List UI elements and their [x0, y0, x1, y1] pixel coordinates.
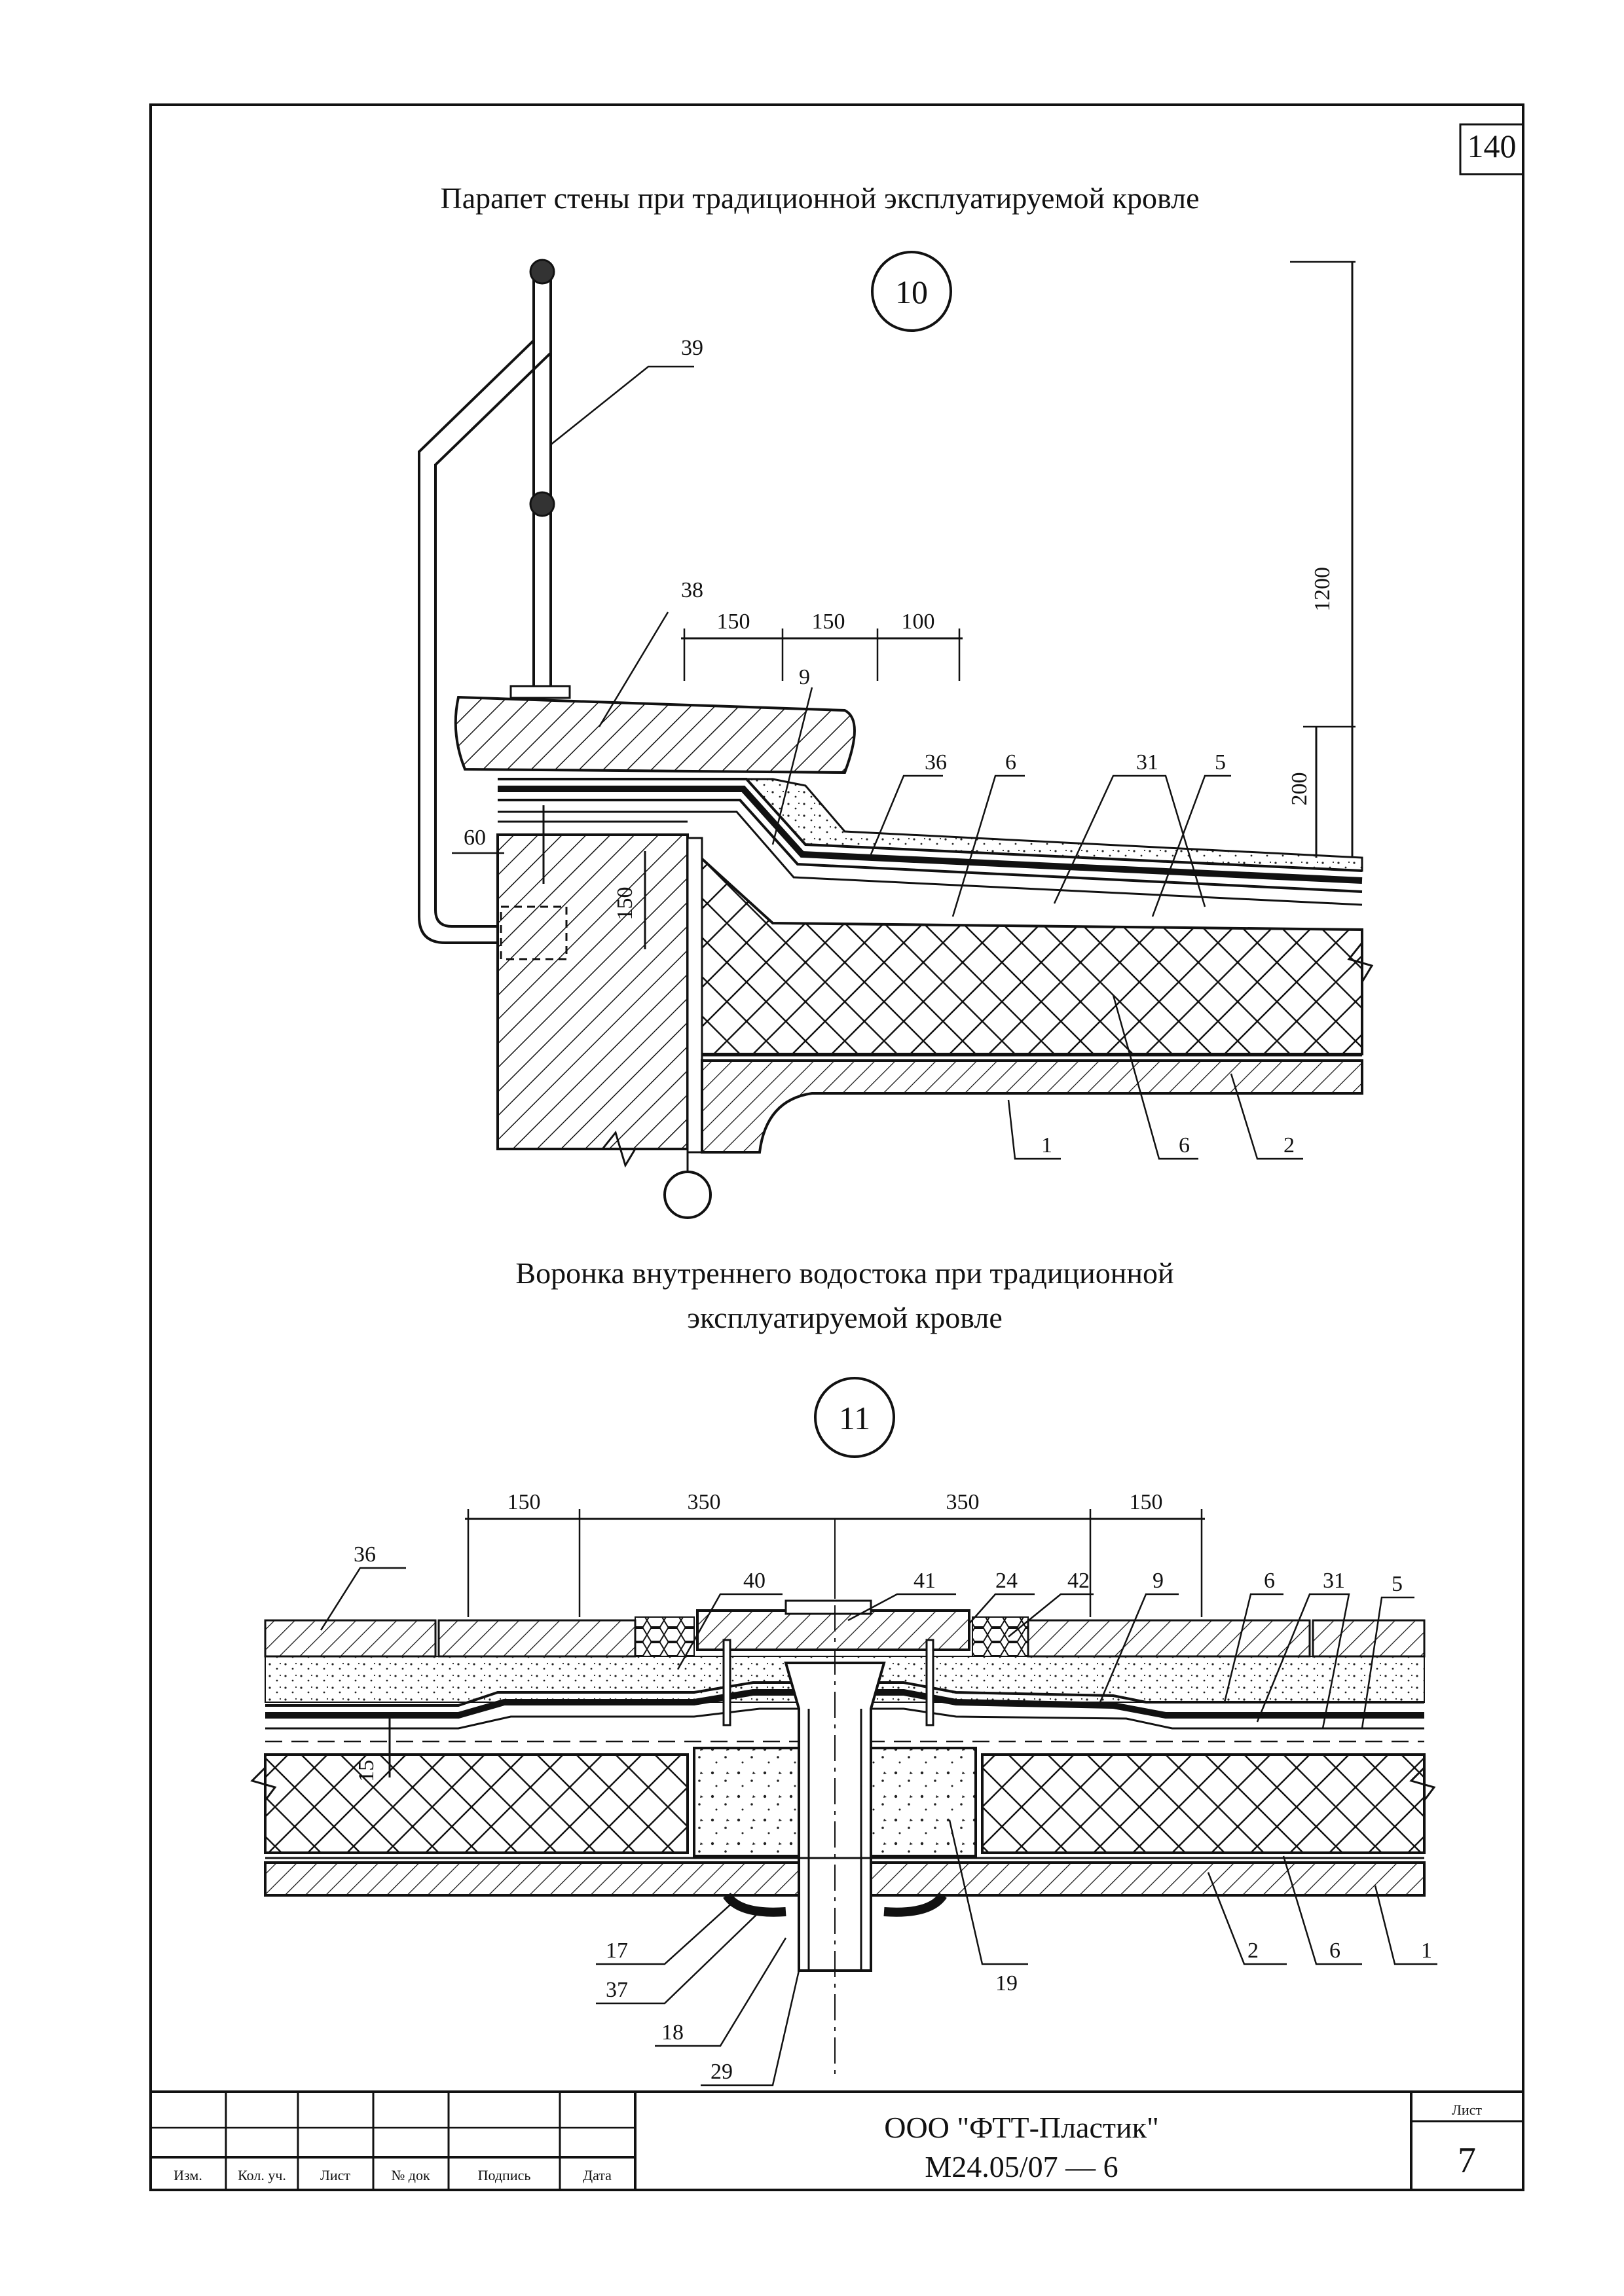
d10-dim-60: 60	[464, 826, 486, 850]
detail11-leader-labels: 36 40 41 24 42 9 6 31 5 17 37 18 29 19 2…	[354, 1542, 1432, 2084]
d10-label-2: 2	[1283, 1133, 1295, 1157]
d11-dim-150a: 150	[507, 1490, 541, 1514]
d10-label-36: 36	[925, 750, 947, 774]
detail10-leader-labels: 39 38 9 36 6 31 5 1 6 2	[681, 336, 1295, 1157]
detail10-leaders	[549, 365, 1303, 1160]
d10-dim-1200: 1200	[1310, 567, 1335, 611]
sheet-number-top: 140	[1467, 128, 1517, 164]
detail10-mark-circle	[871, 251, 952, 332]
d11-label-2: 2	[1247, 1939, 1259, 1963]
d10-label-38: 38	[681, 578, 703, 602]
d11-label-29: 29	[710, 2060, 733, 2084]
detail11-drawing	[250, 1519, 1436, 2075]
detail10-mark: 10	[895, 274, 928, 310]
col-list: Лист	[320, 2167, 350, 2183]
detail11-mark-circle	[814, 1377, 895, 1458]
d11-label-6: 6	[1264, 1569, 1275, 1593]
col-kol-uch: Кол. уч.	[238, 2167, 286, 2183]
detail11-dimensions: 150 350 350 150 15	[354, 1490, 1205, 1782]
detail11-title-line2: эксплуатируемой кровле	[687, 1301, 1003, 1334]
d11-label-19: 19	[995, 1971, 1018, 1995]
d11-label-37: 37	[606, 1978, 628, 2002]
col-podpis: Подпись	[478, 2167, 531, 2183]
title-block	[149, 2090, 1524, 2191]
detail11-title-line1: Воронка внутреннего водостока при традиц…	[515, 1256, 1173, 1290]
d11-label-42: 42	[1067, 1569, 1090, 1593]
d11-label-18: 18	[661, 2020, 684, 2045]
d10-label-31: 31	[1136, 750, 1158, 774]
col-data: Дата	[583, 2167, 612, 2183]
d10-dim-200: 200	[1287, 773, 1312, 806]
sheet-number: 7	[1458, 2140, 1476, 2181]
detail10-drawing	[418, 259, 1374, 1219]
col-izm: Изм.	[174, 2167, 202, 2183]
d10-label-9: 9	[799, 665, 810, 689]
d11-label-17: 17	[606, 1939, 628, 1963]
d10-dim-150a: 150	[717, 610, 750, 634]
detail11-mark: 11	[839, 1400, 870, 1436]
d11-label-1: 1	[1421, 1939, 1432, 1963]
detail10-dimensions: 150 150 100 1200 200 60 150	[452, 261, 1356, 949]
detail10-title: Парапет стены при традиционной эксплуати…	[440, 181, 1199, 215]
d10-label-39: 39	[681, 336, 703, 360]
title-block-columns: Изм. Кол. уч. Лист № док Подпись Дата	[174, 2167, 612, 2183]
d10-dim-100: 100	[902, 610, 935, 634]
sheet-number-box	[1459, 123, 1524, 175]
d11-dim-350b: 350	[946, 1490, 980, 1514]
d11-label-24: 24	[995, 1569, 1018, 1593]
d10-label-5: 5	[1215, 750, 1226, 774]
d11-dim-350a: 350	[688, 1490, 721, 1514]
d11-label-6b: 6	[1329, 1939, 1340, 1963]
d10-dim-150b: 150	[812, 610, 845, 634]
d11-dim-150b: 150	[1130, 1490, 1163, 1514]
d11-label-31: 31	[1323, 1569, 1345, 1593]
doc-code: М24.05/07 — 6	[925, 2150, 1118, 2183]
detail11-leaders	[320, 1567, 1437, 2086]
d11-dim-15: 15	[354, 1760, 378, 1782]
sheet-label: Лист	[1452, 2102, 1482, 2118]
company-name: ООО "ФТТ-Пластик"	[884, 2111, 1159, 2144]
d11-label-40: 40	[743, 1569, 766, 1593]
d11-label-36: 36	[354, 1542, 376, 1567]
d10-dim-150v: 150	[613, 887, 637, 920]
col-n-dok: № док	[391, 2167, 430, 2183]
d11-label-41: 41	[913, 1569, 936, 1593]
d11-label-9: 9	[1153, 1569, 1164, 1593]
d10-label-1: 1	[1041, 1133, 1052, 1157]
d11-label-5: 5	[1392, 1572, 1403, 1596]
d10-label-6b: 6	[1179, 1133, 1190, 1157]
d10-label-6: 6	[1005, 750, 1016, 774]
